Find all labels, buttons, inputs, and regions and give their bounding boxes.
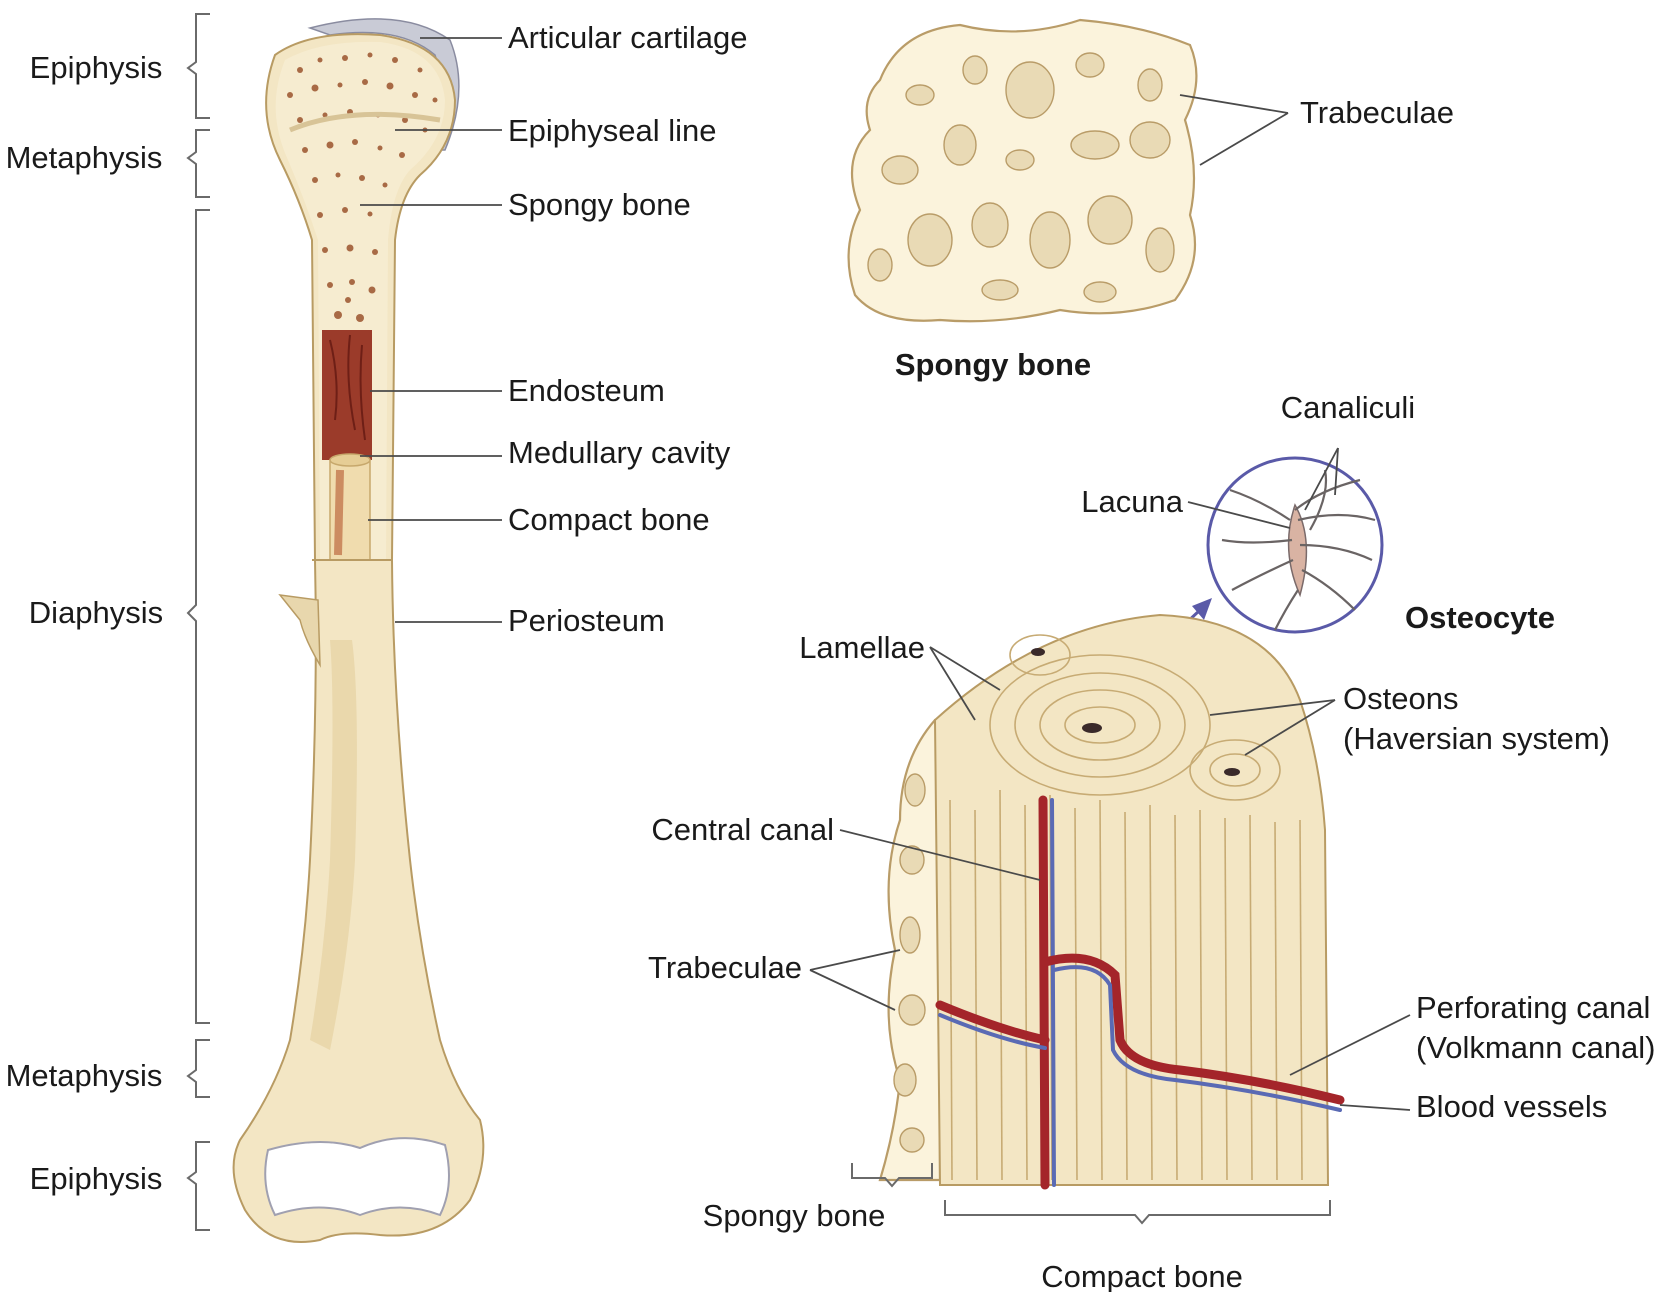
metaphysis-top-label: Metaphysis [6,140,163,175]
spongy-bone-illustration [847,18,1198,323]
long-bone-leaders [360,37,502,623]
canaliculi-label: Canaliculi [1281,390,1415,425]
spongy-bone-bottom-label: Spongy bone [703,1198,886,1233]
periosteum-label: Periosteum [508,603,665,638]
section-leaders [809,646,1411,1111]
perforating-canal-label: Perforating canal [1416,990,1650,1025]
long-bone-shape [232,33,485,1243]
medullary-cavity-shape [322,330,372,460]
endosteum-label: Endosteum [508,373,665,408]
osteons-label: Osteons [1343,681,1458,716]
compact-bone-brace [944,1200,1331,1225]
epiphyseal-line-label: Epiphyseal line [508,113,717,148]
trabeculae-top-label: Trabeculae [1300,95,1454,130]
osteocyte-title: Osteocyte [1405,600,1555,635]
periosteum-flap [278,594,321,668]
distal-articular-cartilage [264,1137,450,1217]
medullary-cavity-label: Medullary cavity [508,435,731,470]
compact-bone-label: Compact bone [508,502,710,537]
central-canal-label: Central canal [651,812,834,847]
lamellae-label: Lamellae [799,630,925,665]
spongy-bone-label: Spongy bone [508,187,691,222]
epiphysis-top-label: Epiphysis [30,50,163,85]
diaphysis-label: Diaphysis [29,595,163,630]
spongy-bone-brace [851,1163,933,1188]
blood-vessels-label: Blood vessels [1416,1089,1607,1124]
epiphysis-bottom-label: Epiphysis [30,1161,163,1196]
trabeculae-bottom-label: Trabeculae [648,950,802,985]
long-bone-illustration [232,18,485,1243]
spongy-bone-title: Spongy bone [895,347,1091,382]
region-braces [186,13,210,1231]
compact-bone-section-illustration [878,613,1345,1190]
haversian-system-label: (Haversian system) [1343,721,1610,756]
spongy-bone-pores [287,52,438,322]
articular-cartilage-label: Articular cartilage [508,20,747,55]
metaphysis-bottom-label: Metaphysis [6,1058,163,1093]
volkmann-canal-label: (Volkmann canal) [1416,1030,1656,1065]
compact-bone-bottom-label: Compact bone [1041,1259,1243,1292]
lacuna-label: Lacuna [1081,484,1183,519]
